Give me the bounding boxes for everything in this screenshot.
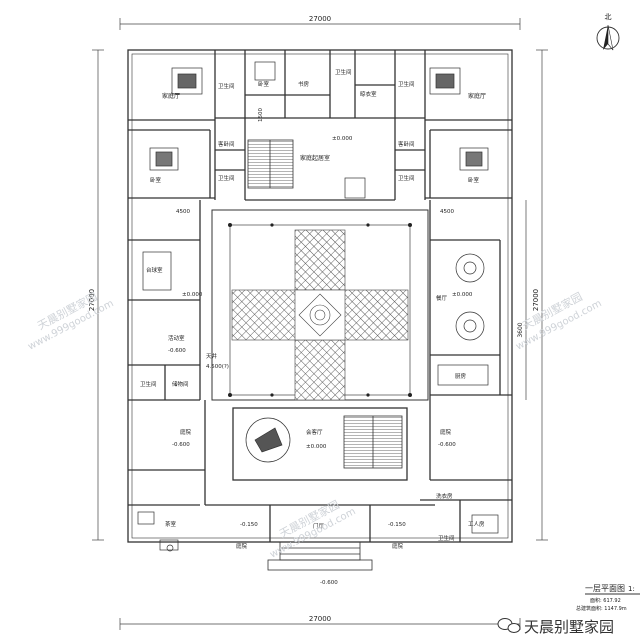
- label-family-hall-right: 家庭厅: [468, 92, 486, 100]
- dimension-lines: [92, 18, 548, 630]
- entry-steps: [267, 541, 373, 571]
- label-bedroom-right: 卧室: [468, 176, 480, 184]
- dim-left-4500: 4500: [176, 209, 190, 215]
- label-courtyard-right: 庭院: [440, 428, 452, 436]
- label-bath-mid-left: 卫生间: [218, 174, 235, 182]
- footer-logo-text: 天晨别墅家园: [524, 618, 614, 636]
- label-bath-lower-left: 卫生间: [140, 380, 157, 388]
- label-gate-hall: 门厅: [313, 522, 325, 530]
- title-scale: 1:: [628, 585, 635, 593]
- label-stairs-note: 天井: [206, 352, 218, 360]
- level-marks: ±0.000 ±0.000 ±0.000 ±0.000 -0.600 -0.60…: [168, 136, 473, 586]
- label-laundry-top: 晾衣室: [360, 90, 377, 98]
- level-family-living: ±0.000: [332, 136, 353, 142]
- area-line-1: 面积: 617.92: [590, 597, 621, 604]
- level-courtyard-left: -0.600: [172, 442, 190, 448]
- room-labels: 家庭厅 家庭厅 卫生间 卫生间 卧室 书房 卫生间 晾衣室 家庭起居室 客卧间 …: [140, 68, 486, 550]
- label-family-hall-left: 家庭厅: [162, 92, 180, 100]
- label-bedroom-top: 卧室: [258, 80, 270, 88]
- level-dining: ±0.000: [452, 292, 473, 298]
- label-front-courtyard-right: 庭院: [392, 542, 404, 550]
- label-bath-top-right: 卫生间: [398, 80, 415, 88]
- label-guest-room-right: 客卧间: [398, 140, 415, 148]
- label-kitchen: 厨房: [455, 372, 467, 380]
- dim-left: 27000: [88, 289, 96, 311]
- area-line-2: 总建筑面积: 1147.9m: [576, 605, 627, 612]
- label-chess-room: 台球室: [146, 266, 163, 274]
- label-activity-room: 活动室: [168, 334, 185, 342]
- level-front-left: -0.150: [240, 522, 258, 528]
- dim-right-4500: 4500: [440, 209, 454, 215]
- walls: [127, 49, 513, 543]
- stairs: [247, 139, 403, 469]
- dim-top: 27000: [309, 15, 331, 23]
- label-family-living: 家庭起居室: [300, 154, 330, 162]
- level-banquet: ±0.000: [306, 444, 327, 450]
- label-study: 书房: [298, 80, 310, 88]
- level-courtyard-right: -0.600: [438, 442, 456, 448]
- label-bath-center: 卫生间: [335, 68, 352, 76]
- level-stair-mark: 4.500(?): [206, 364, 229, 370]
- level-front-right: -0.150: [388, 522, 406, 528]
- courtyard: [211, 209, 429, 401]
- label-storage-lower-left: 储物间: [172, 380, 189, 388]
- level-activity: -0.600: [168, 348, 186, 354]
- label-banquet-hall: 会客厅: [306, 428, 323, 436]
- north-arrow-icon: [596, 24, 620, 51]
- label-bedroom-left: 卧室: [150, 176, 162, 184]
- label-courtyard-left: 庭院: [180, 428, 192, 436]
- label-laundry-right: 洗衣房: [436, 492, 453, 500]
- title-block: 一层平面图 1: 面积: 617.92 总建筑面积: 1147.9m: [576, 584, 640, 612]
- chat-bubble-icon: [497, 618, 521, 633]
- dim-bottom: 27000: [309, 615, 331, 623]
- label-bath-mid-right: 卫生间: [398, 174, 415, 182]
- label-dining: 餐厅: [436, 294, 448, 302]
- label-guest-room-left: 客卧间: [218, 140, 235, 148]
- label-front-courtyard-left: 庭院: [236, 542, 248, 550]
- label-bath-top-left: 卫生间: [218, 82, 235, 90]
- furniture: [137, 61, 499, 552]
- label-worker-room: 工人房: [468, 520, 485, 528]
- dim-hall-depth: 1500: [258, 108, 264, 122]
- title-text: 一层平面图: [585, 584, 625, 593]
- courtyard-center-ornament: [298, 293, 342, 337]
- label-bath-right-bottom: 卫生间: [438, 534, 455, 542]
- level-entry: -0.600: [320, 580, 338, 586]
- dim-right: 27000: [532, 289, 540, 311]
- dim-right-inner: 3600: [517, 322, 524, 337]
- courtyard-columns: [228, 223, 412, 397]
- footer-logo: 天晨别墅家园: [497, 618, 614, 636]
- label-tea-room: 茶室: [165, 520, 177, 528]
- north-label: 北: [605, 13, 612, 21]
- level-chess: ±0.000: [182, 292, 203, 298]
